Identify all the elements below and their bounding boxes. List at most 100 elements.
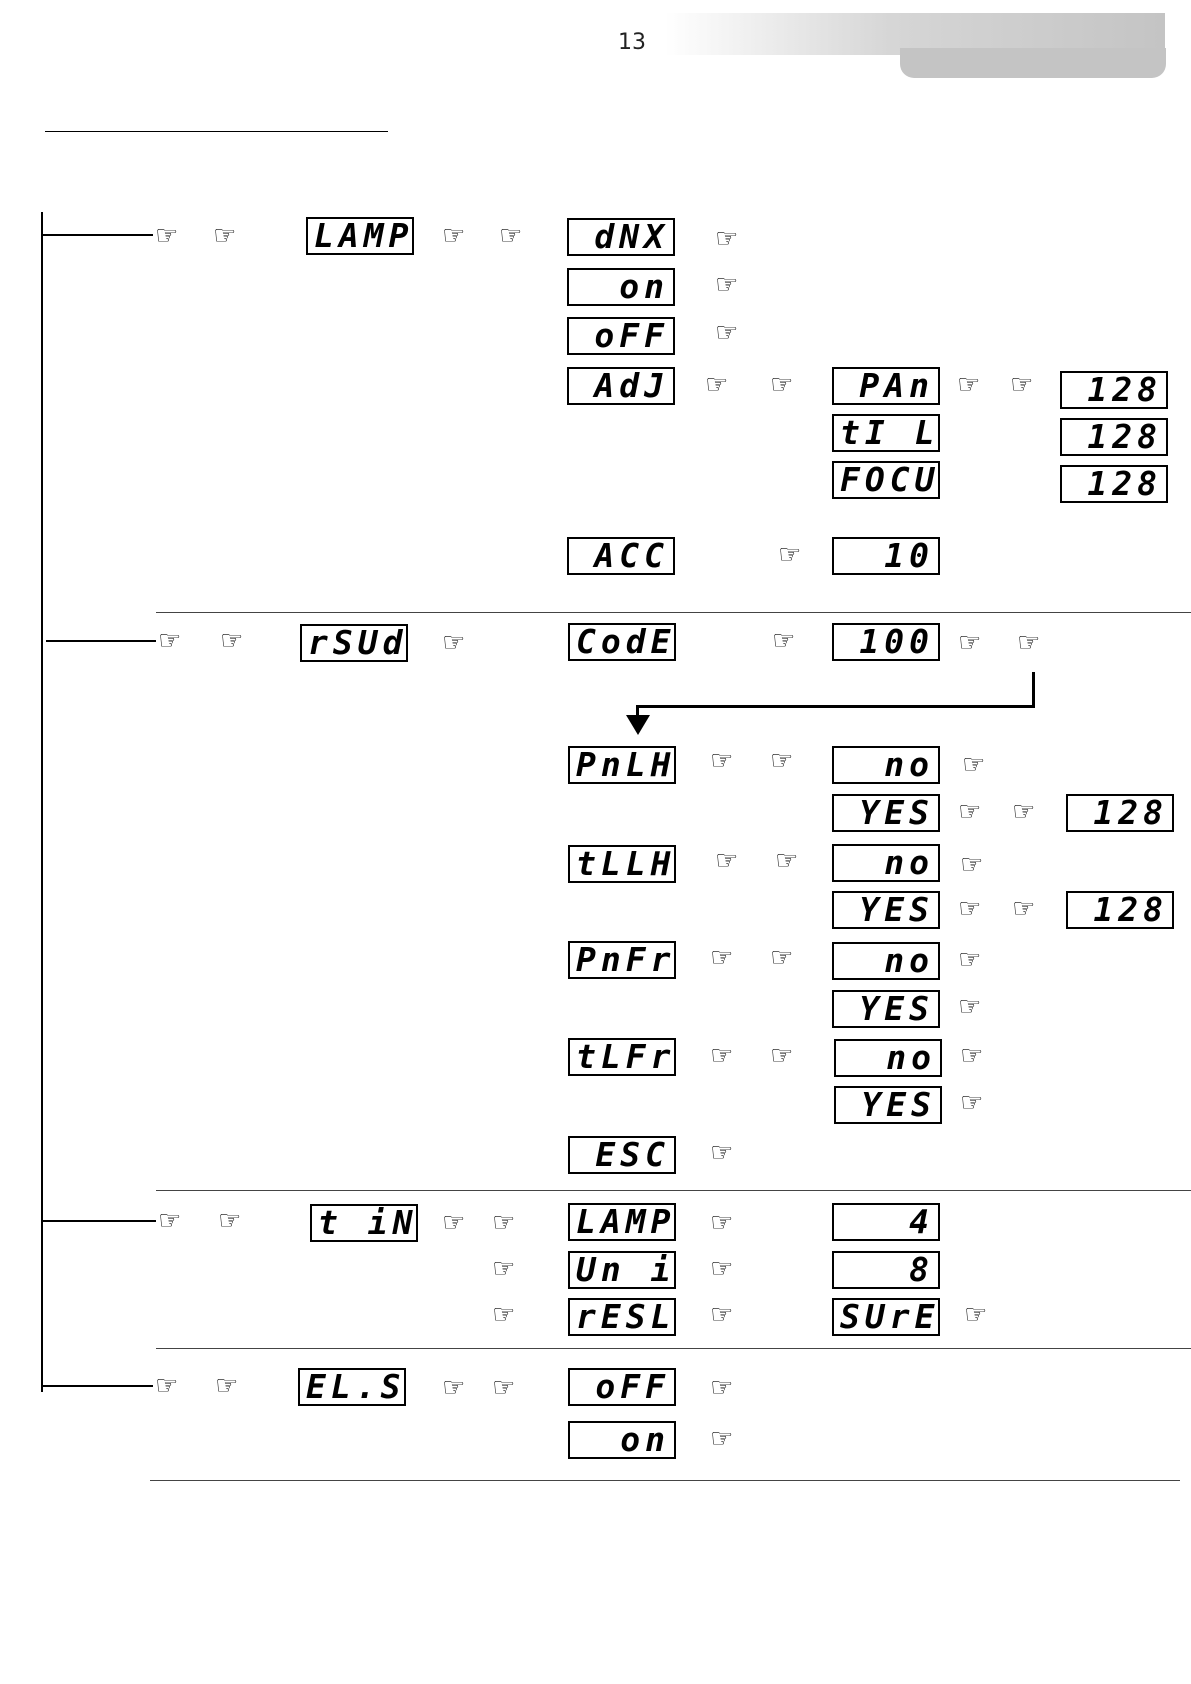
hand-pointer-icon: ☞ (710, 1375, 733, 1401)
hand-pointer-icon: ☞ (1012, 896, 1035, 922)
hand-pointer-icon: ☞ (705, 372, 728, 398)
flow-arrow-vertical (1032, 672, 1035, 708)
lcd-adj: AdJ (567, 367, 675, 405)
hand-pointer-icon: ☞ (442, 1375, 465, 1401)
hand-pointer-icon: ☞ (710, 1210, 733, 1236)
lcd-no: no (834, 1039, 942, 1077)
lcd-value-128: 128 (1066, 794, 1174, 832)
lcd-tlfr: tLFr (568, 1038, 676, 1076)
hand-pointer-icon: ☞ (715, 226, 738, 252)
lcd-value-10: 10 (832, 537, 940, 575)
hand-pointer-icon: ☞ (492, 1375, 515, 1401)
lcd-on: on (568, 1421, 676, 1459)
tree-branch-rsud (46, 640, 156, 642)
hand-pointer-icon: ☞ (215, 1373, 238, 1399)
hand-pointer-icon: ☞ (213, 223, 236, 249)
hand-pointer-icon: ☞ (492, 1302, 515, 1328)
flow-arrow-horizontal (636, 705, 1035, 708)
hand-pointer-icon: ☞ (710, 1256, 733, 1282)
lcd-yes: YES (832, 891, 940, 929)
hand-pointer-icon: ☞ (962, 752, 985, 778)
lcd-acc: ACC (567, 537, 675, 575)
hand-pointer-icon: ☞ (964, 1302, 987, 1328)
hand-pointer-icon: ☞ (1012, 799, 1035, 825)
hand-pointer-icon: ☞ (492, 1210, 515, 1236)
lcd-rsud: rSUd (300, 624, 408, 662)
page-number: 13 (618, 30, 678, 55)
section-separator (150, 1480, 1180, 1481)
lcd-unit: Un it (568, 1251, 676, 1289)
lcd-value-8: 8 (832, 1251, 940, 1289)
section-separator (156, 1348, 1191, 1349)
hand-pointer-icon: ☞ (957, 372, 980, 398)
hand-pointer-icon: ☞ (770, 1043, 793, 1069)
lcd-value-128: 128 (1060, 418, 1168, 456)
hand-pointer-icon: ☞ (499, 223, 522, 249)
hand-pointer-icon: ☞ (158, 1208, 181, 1234)
lcd-lamp-time: LAMP (568, 1203, 676, 1241)
lcd-value-4: 4 (832, 1203, 940, 1241)
hand-pointer-icon: ☞ (958, 799, 981, 825)
hand-pointer-icon: ☞ (715, 848, 738, 874)
hand-pointer-icon: ☞ (778, 542, 801, 568)
hand-pointer-icon: ☞ (710, 1426, 733, 1452)
lcd-lamp: LAMP (306, 217, 414, 255)
lcd-resl: rESL (568, 1298, 676, 1336)
section-separator (156, 612, 1191, 613)
lcd-sure: SUrE (832, 1298, 940, 1336)
hand-pointer-icon: ☞ (710, 1043, 733, 1069)
hand-pointer-icon: ☞ (155, 1373, 178, 1399)
hand-pointer-icon: ☞ (958, 947, 981, 973)
tree-trunk (41, 212, 43, 1392)
hand-pointer-icon: ☞ (492, 1256, 515, 1282)
lcd-yes: YES (832, 794, 940, 832)
lcd-code: CodE (568, 623, 676, 661)
hand-pointer-icon: ☞ (772, 628, 795, 654)
lcd-off: oFF (568, 1368, 676, 1406)
lcd-esc: ESC (568, 1136, 676, 1174)
hand-pointer-icon: ☞ (770, 945, 793, 971)
lcd-value-128: 128 (1060, 465, 1168, 503)
lcd-yes: YES (832, 990, 940, 1028)
lcd-value-128: 128 (1060, 371, 1168, 409)
hand-pointer-icon: ☞ (770, 372, 793, 398)
lcd-focu: FOCU (832, 461, 940, 499)
lcd-tllh: tLLH (568, 845, 676, 883)
hand-pointer-icon: ☞ (958, 630, 981, 656)
hand-pointer-icon: ☞ (220, 628, 243, 654)
lcd-no: no (832, 844, 940, 882)
heading-rule (45, 131, 388, 132)
hand-pointer-icon: ☞ (710, 748, 733, 774)
hand-pointer-icon: ☞ (710, 1140, 733, 1166)
lcd-tilt: tI Lt (832, 414, 940, 452)
hand-pointer-icon: ☞ (158, 628, 181, 654)
lcd-value-100: 100 (832, 623, 940, 661)
lcd-time: t iNE (310, 1204, 418, 1242)
hand-pointer-icon: ☞ (958, 896, 981, 922)
hand-pointer-icon: ☞ (442, 1210, 465, 1236)
hand-pointer-icon: ☞ (960, 1090, 983, 1116)
lcd-no: no (832, 746, 940, 784)
flow-arrow-head (626, 715, 650, 737)
lcd-dmx: dNX (567, 218, 675, 256)
hand-pointer-icon: ☞ (1010, 372, 1033, 398)
hand-pointer-icon: ☞ (710, 1302, 733, 1328)
hand-pointer-icon: ☞ (958, 994, 981, 1020)
hand-pointer-icon: ☞ (155, 223, 178, 249)
lcd-pnlh: PnLH (568, 746, 676, 784)
hand-pointer-icon: ☞ (770, 748, 793, 774)
hand-pointer-icon: ☞ (960, 1043, 983, 1069)
header-tab (900, 48, 1166, 78)
hand-pointer-icon: ☞ (1017, 630, 1040, 656)
section-separator (156, 1190, 1191, 1191)
tree-branch-time (41, 1220, 156, 1222)
lcd-value-128: 128 (1066, 891, 1174, 929)
tree-branch-elst (41, 1385, 153, 1387)
lcd-elst: EL.St (298, 1368, 406, 1406)
lcd-pnfr: PnFr (568, 941, 676, 979)
hand-pointer-icon: ☞ (710, 945, 733, 971)
hand-pointer-icon: ☞ (715, 320, 738, 346)
hand-pointer-icon: ☞ (775, 848, 798, 874)
hand-pointer-icon: ☞ (960, 852, 983, 878)
lcd-pan: PAn (832, 367, 940, 405)
